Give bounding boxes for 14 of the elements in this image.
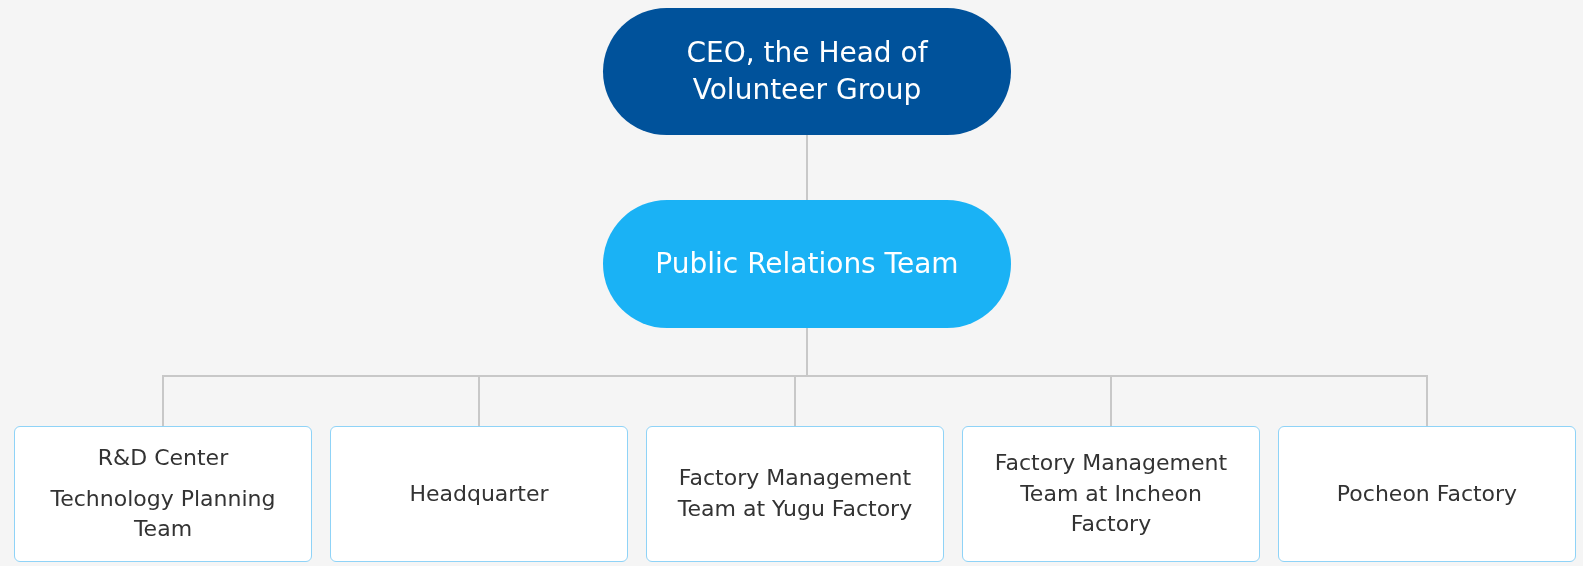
node-label: Public Relations Team [655, 245, 959, 282]
node-label: Headquarter [409, 479, 549, 508]
team-box [646, 426, 944, 562]
team-box [330, 426, 628, 562]
team-box [14, 426, 312, 562]
node-label: R&D Center [97, 443, 229, 472]
node-label: Technology Planning Team [49, 484, 277, 544]
connector-line [806, 134, 808, 201]
node-label: Factory Management Team at Yugu Factory [676, 464, 914, 523]
team-box [962, 426, 1260, 562]
node-label: Factory Management Team at Incheon Factory [993, 448, 1229, 539]
node-label: Pocheon Factory [1336, 479, 1518, 508]
node-label: CEO, the Head of Volunteer Group [685, 35, 929, 108]
team-box [1278, 426, 1576, 562]
